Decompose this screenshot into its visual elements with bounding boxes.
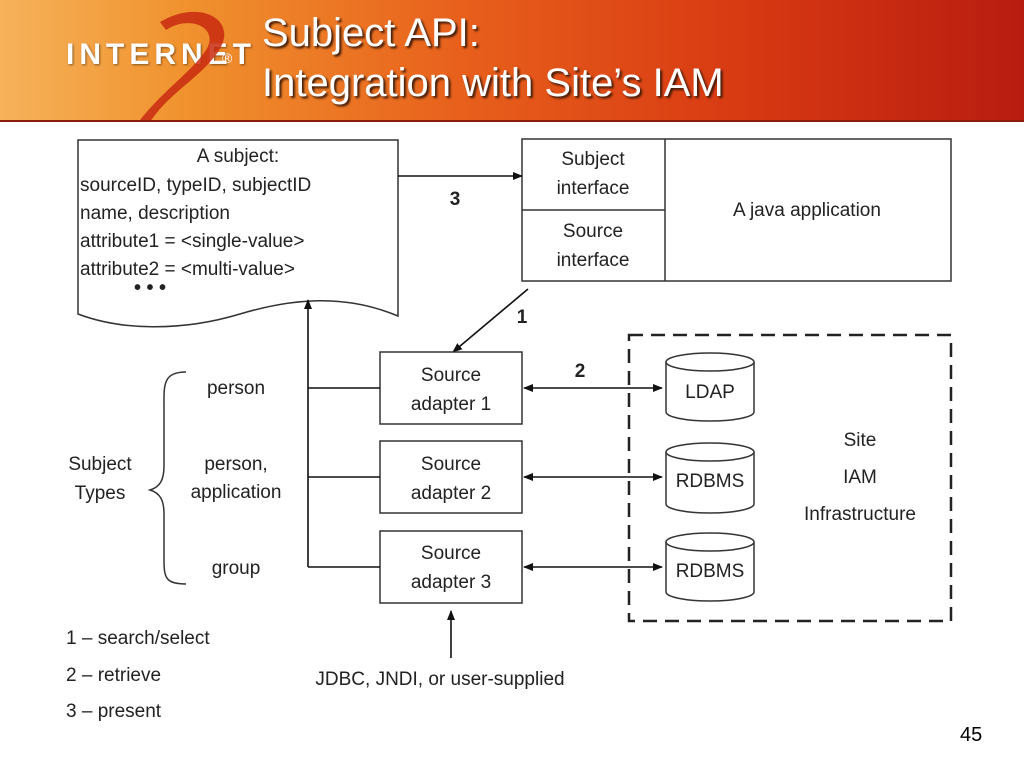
source-adapter-1 — [379, 351, 523, 425]
legend-item-2: 2 – retrieve — [66, 665, 161, 686]
subject-types-label-2: Types — [75, 483, 126, 504]
subject-card-line-5: attribute2 = <multi-value> — [80, 259, 295, 280]
rdbms-2-label: RDBMS — [676, 561, 745, 582]
site-iam-label-2: IAM — [843, 467, 877, 488]
arrow-search-select — [452, 288, 529, 353]
title-line-1: Subject API: — [262, 11, 480, 55]
legend-item-1: 1 – search/select — [66, 628, 210, 649]
subject-interface-label-2: interface — [557, 178, 630, 199]
site-iam-label-3: Infrastructure — [804, 504, 916, 525]
subject-type-person-application-1: person, — [204, 454, 267, 475]
ldap-label: LDAP — [685, 382, 735, 403]
ldap-database — [665, 352, 755, 422]
adapter-3-label-1: Source — [421, 543, 481, 564]
step-label-2: 2 — [575, 361, 586, 382]
implementation-label: JDBC, JNDI, or user-supplied — [315, 669, 564, 690]
site-iam-label-1: Site — [844, 430, 877, 451]
adapter-1-label-1: Source — [421, 365, 481, 386]
rdbms-database-2 — [665, 532, 755, 602]
source-adapter-3 — [379, 530, 523, 604]
title-line-2: Integration with Site’s IAM — [262, 61, 724, 105]
logo-two-swoosh — [140, 12, 225, 120]
adapter-2-label-2: adapter 2 — [411, 483, 491, 504]
source-interface-label-2: interface — [557, 250, 630, 271]
subject-card-ellipsis: • • • — [134, 277, 166, 299]
adapter-2-label-1: Source — [421, 454, 481, 475]
step-label-1: 1 — [517, 307, 528, 328]
rdbms-1-label: RDBMS — [676, 471, 745, 492]
subject-card — [77, 139, 399, 328]
site-iam-boundary — [627, 333, 953, 623]
source-interface-label-1: Source — [563, 221, 623, 242]
registered-mark: ® — [222, 50, 233, 66]
adapter-3-label-2: adapter 3 — [411, 572, 491, 593]
page-number: 45 — [960, 724, 983, 746]
subject-types-label-1: Subject — [68, 454, 132, 475]
subject-card-line-2: sourceID, typeID, subjectID — [80, 175, 311, 196]
source-adapter-2 — [379, 440, 523, 514]
subject-card-line-1: A subject: — [197, 146, 279, 167]
java-app-label: A java application — [733, 200, 881, 221]
subject-type-person-application-2: application — [191, 482, 282, 503]
rdbms-database-1 — [665, 442, 755, 514]
subject-type-group: group — [212, 558, 261, 579]
header-banner: INTERNET ® Subject API: Integration with… — [0, 0, 1024, 122]
subject-card-line-3: name, description — [80, 203, 230, 224]
subject-interface-label-1: Subject — [561, 149, 625, 170]
step-label-3: 3 — [450, 189, 461, 210]
subject-card-line-4: attribute1 = <single-value> — [80, 231, 304, 252]
adapter-1-label-2: adapter 1 — [411, 394, 491, 415]
subject-types-brace — [147, 371, 187, 585]
subject-type-person: person — [207, 378, 265, 399]
legend-item-3: 3 – present — [66, 701, 162, 722]
slide-title: Subject API: Integration with Site’s IAM — [262, 8, 724, 108]
